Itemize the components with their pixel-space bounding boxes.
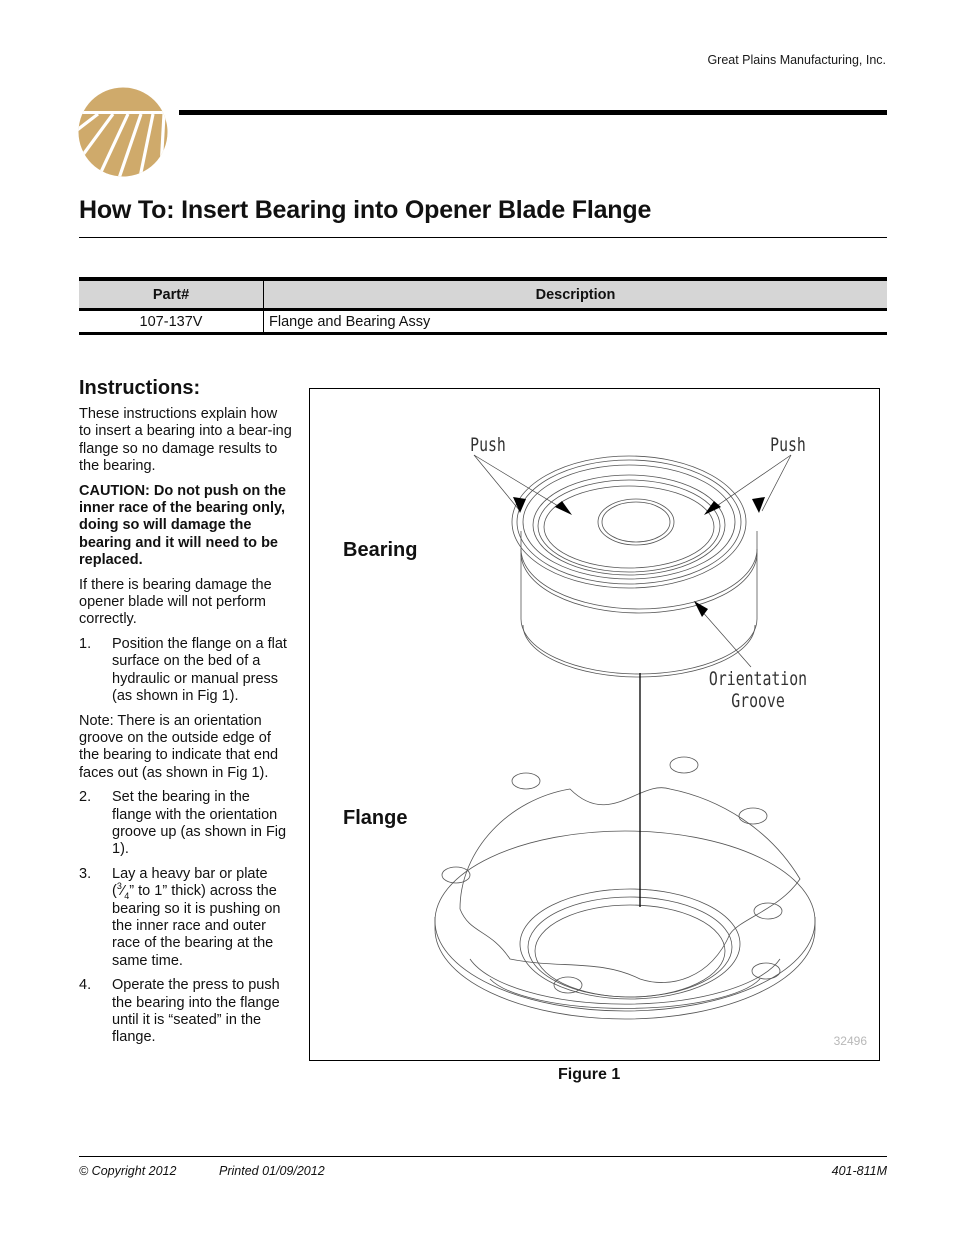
caution-paragraph: CAUTION: Do not push on the inner race o… — [79, 482, 286, 569]
parts-table: Part# Description 107-137V Flange and Be… — [79, 277, 887, 335]
figure-1-frame: Bearing Flange Push Push Orientation Gro… — [309, 388, 880, 1061]
great-plains-logo-icon — [78, 87, 168, 177]
column-header-description: Description — [263, 279, 887, 311]
table-header-row: Part# Description — [79, 279, 887, 311]
figure-caption: Figure 1 — [558, 1066, 621, 1083]
bearing-label: Bearing — [343, 539, 418, 561]
step-number: 2. — [79, 789, 92, 806]
step-4: 4. Operate the press to push the bearing… — [79, 977, 293, 1047]
step-text: Lay a heavy bar or plate (3⁄4” to 1” thi… — [112, 865, 281, 969]
flange-label: Flange — [343, 807, 408, 829]
title-divider — [79, 237, 887, 238]
step-text: Operate the press to push the bearing in… — [112, 977, 280, 1046]
table-row: 107-137V Flange and Bearing Assy — [79, 309, 887, 334]
callout-line-2: Groove — [731, 690, 785, 712]
instructions-heading: Instructions: — [79, 377, 201, 399]
step-text-pre: Lay a heavy bar or plate ( — [112, 865, 268, 900]
bearing-flange-drawing — [434, 454, 816, 1020]
step-text-post: ” to 1” thick) across the bearing so it … — [112, 883, 281, 969]
damage-note-paragraph: If there is bearing damage the opener bl… — [79, 576, 272, 628]
step-2: 2. Set the bearing in the flange with th… — [79, 789, 293, 859]
header-rule — [179, 110, 887, 115]
flange-drawing-icon — [434, 756, 816, 1020]
fraction-denominator: 4 — [124, 891, 130, 902]
figure-id: 32496 — [833, 1034, 867, 1048]
orientation-note-paragraph: Note: There is an orientation groove on … — [79, 712, 279, 781]
step-number: 1. — [79, 635, 92, 652]
fraction-numerator: 3 — [116, 881, 122, 892]
step-1: 1. Position the flange on a flat surface… — [79, 636, 293, 706]
callout-line-1: Orientation — [708, 668, 808, 690]
column-header-part: Part# — [79, 279, 264, 311]
push-callout-right: Push — [770, 434, 806, 456]
step-text: Position the flange on a flat surface on… — [112, 635, 287, 705]
document-number: 401-811M — [831, 1164, 887, 1178]
step-number: 3. — [79, 865, 92, 882]
step-3: 3. Lay a heavy bar or plate (3⁄4” to 1” … — [79, 866, 293, 970]
instructions-section: Instructions: These instructions explain… — [79, 376, 293, 1054]
description-cell: Flange and Bearing Assy — [269, 313, 431, 330]
page-title: How To: Insert Bearing into Opener Blade… — [79, 196, 652, 224]
orientation-groove-callout: Orientation Groove — [703, 668, 812, 712]
push-callout-left: Push — [470, 434, 506, 456]
printed-date: Printed 01/09/2012 — [219, 1164, 325, 1178]
bearing-drawing-icon — [511, 455, 758, 678]
company-name: Great Plains Manufacturing, Inc. — [707, 53, 886, 67]
part-number-cell: 107-137V — [79, 309, 264, 334]
intro-paragraph: These instructions explain how to insert… — [79, 406, 292, 475]
step-text: Set the bearing in the flange with the o… — [112, 789, 287, 858]
step-number: 4. — [79, 977, 92, 994]
copyright-text: © Copyright 2012 — [79, 1164, 177, 1178]
footer-rule — [79, 1156, 887, 1157]
